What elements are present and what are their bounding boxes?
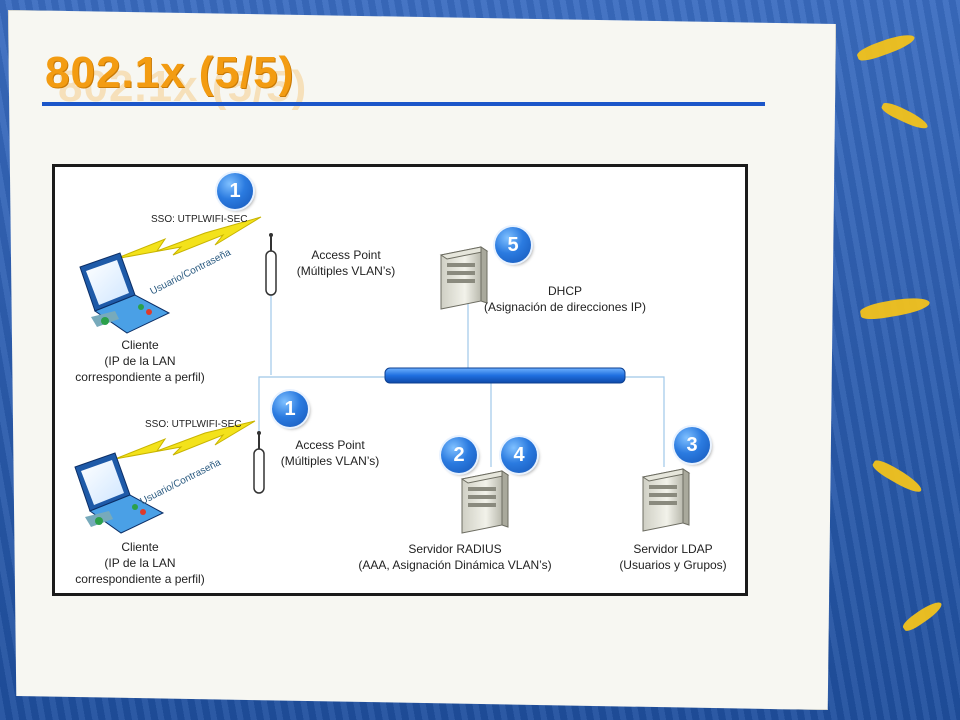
dhcp-label-line: DHCP bbox=[547, 284, 582, 298]
diagram-graphics bbox=[74, 216, 691, 534]
radius-label-line: (AAA, Asignación Dinámica VLAN’s) bbox=[358, 558, 552, 572]
wireless-signal-icon bbox=[114, 420, 256, 460]
radius-label: Servidor RADIUS (AAA, Asignación Dinámic… bbox=[335, 541, 575, 573]
ssid-label: SSO: UTPLWIFI-SEC bbox=[145, 419, 242, 430]
wireless-signal-icon bbox=[114, 216, 262, 260]
client-label-line: Cliente bbox=[121, 338, 159, 352]
access-point-label: Access Point (Múltiples VLAN’s) bbox=[281, 247, 411, 279]
ldap-server-icon bbox=[641, 468, 691, 532]
access-point-label-line: Access Point bbox=[295, 438, 365, 452]
step-badge: 5 bbox=[495, 227, 531, 263]
client-label-line: Cliente bbox=[121, 540, 159, 554]
title-underline bbox=[42, 102, 765, 106]
laptop-icon bbox=[79, 252, 171, 334]
step-badge: 1 bbox=[217, 173, 253, 209]
step-badge: 1 bbox=[272, 391, 308, 427]
radius-label-line: Servidor RADIUS bbox=[408, 542, 502, 556]
laptop-icon bbox=[74, 452, 165, 534]
access-point-icon bbox=[253, 431, 265, 494]
access-point-label-line: (Múltiples VLAN’s) bbox=[296, 264, 396, 278]
radius-server-icon bbox=[460, 470, 510, 534]
step-badge: 3 bbox=[674, 427, 710, 463]
client-label: Cliente (IP de la LAN correspondiente a … bbox=[55, 539, 225, 587]
ldap-label: Servidor LDAP (Usuarios y Grupos) bbox=[603, 541, 743, 573]
slide-title: 802.1x (5/5) bbox=[45, 48, 295, 97]
access-point-icon bbox=[265, 233, 277, 296]
client-label-line: correspondiente a perfil) bbox=[75, 370, 205, 384]
step-badge: 4 bbox=[501, 437, 537, 473]
dhcp-label-line: (Asignación de direcciones IP) bbox=[483, 300, 647, 314]
dhcp-label: DHCP (Asignación de direcciones IP) bbox=[465, 283, 665, 315]
network-diagram: 1 5 1 2 4 3 SSO: UTPLWIFI-SEC Usuario/Co… bbox=[52, 164, 748, 596]
client-label-line: correspondiente a perfil) bbox=[75, 572, 205, 586]
access-point-label-line: (Múltiples VLAN’s) bbox=[280, 454, 380, 468]
ldap-label-line: (Usuarios y Grupos) bbox=[619, 558, 727, 572]
access-point-label-line: Access Point bbox=[311, 248, 381, 262]
client-label-line: (IP de la LAN bbox=[104, 354, 176, 368]
client-label-line: (IP de la LAN bbox=[104, 556, 176, 570]
client-label: Cliente (IP de la LAN correspondiente a … bbox=[55, 337, 225, 385]
step-badge: 2 bbox=[441, 437, 477, 473]
ldap-label-line: Servidor LDAP bbox=[633, 542, 713, 556]
dhcp-server-icon bbox=[439, 246, 489, 310]
network-backbone bbox=[384, 367, 626, 384]
ssid-label: SSO: UTPLWIFI-SEC bbox=[151, 214, 248, 225]
access-point-label: Access Point (Múltiples VLAN’s) bbox=[265, 437, 395, 469]
